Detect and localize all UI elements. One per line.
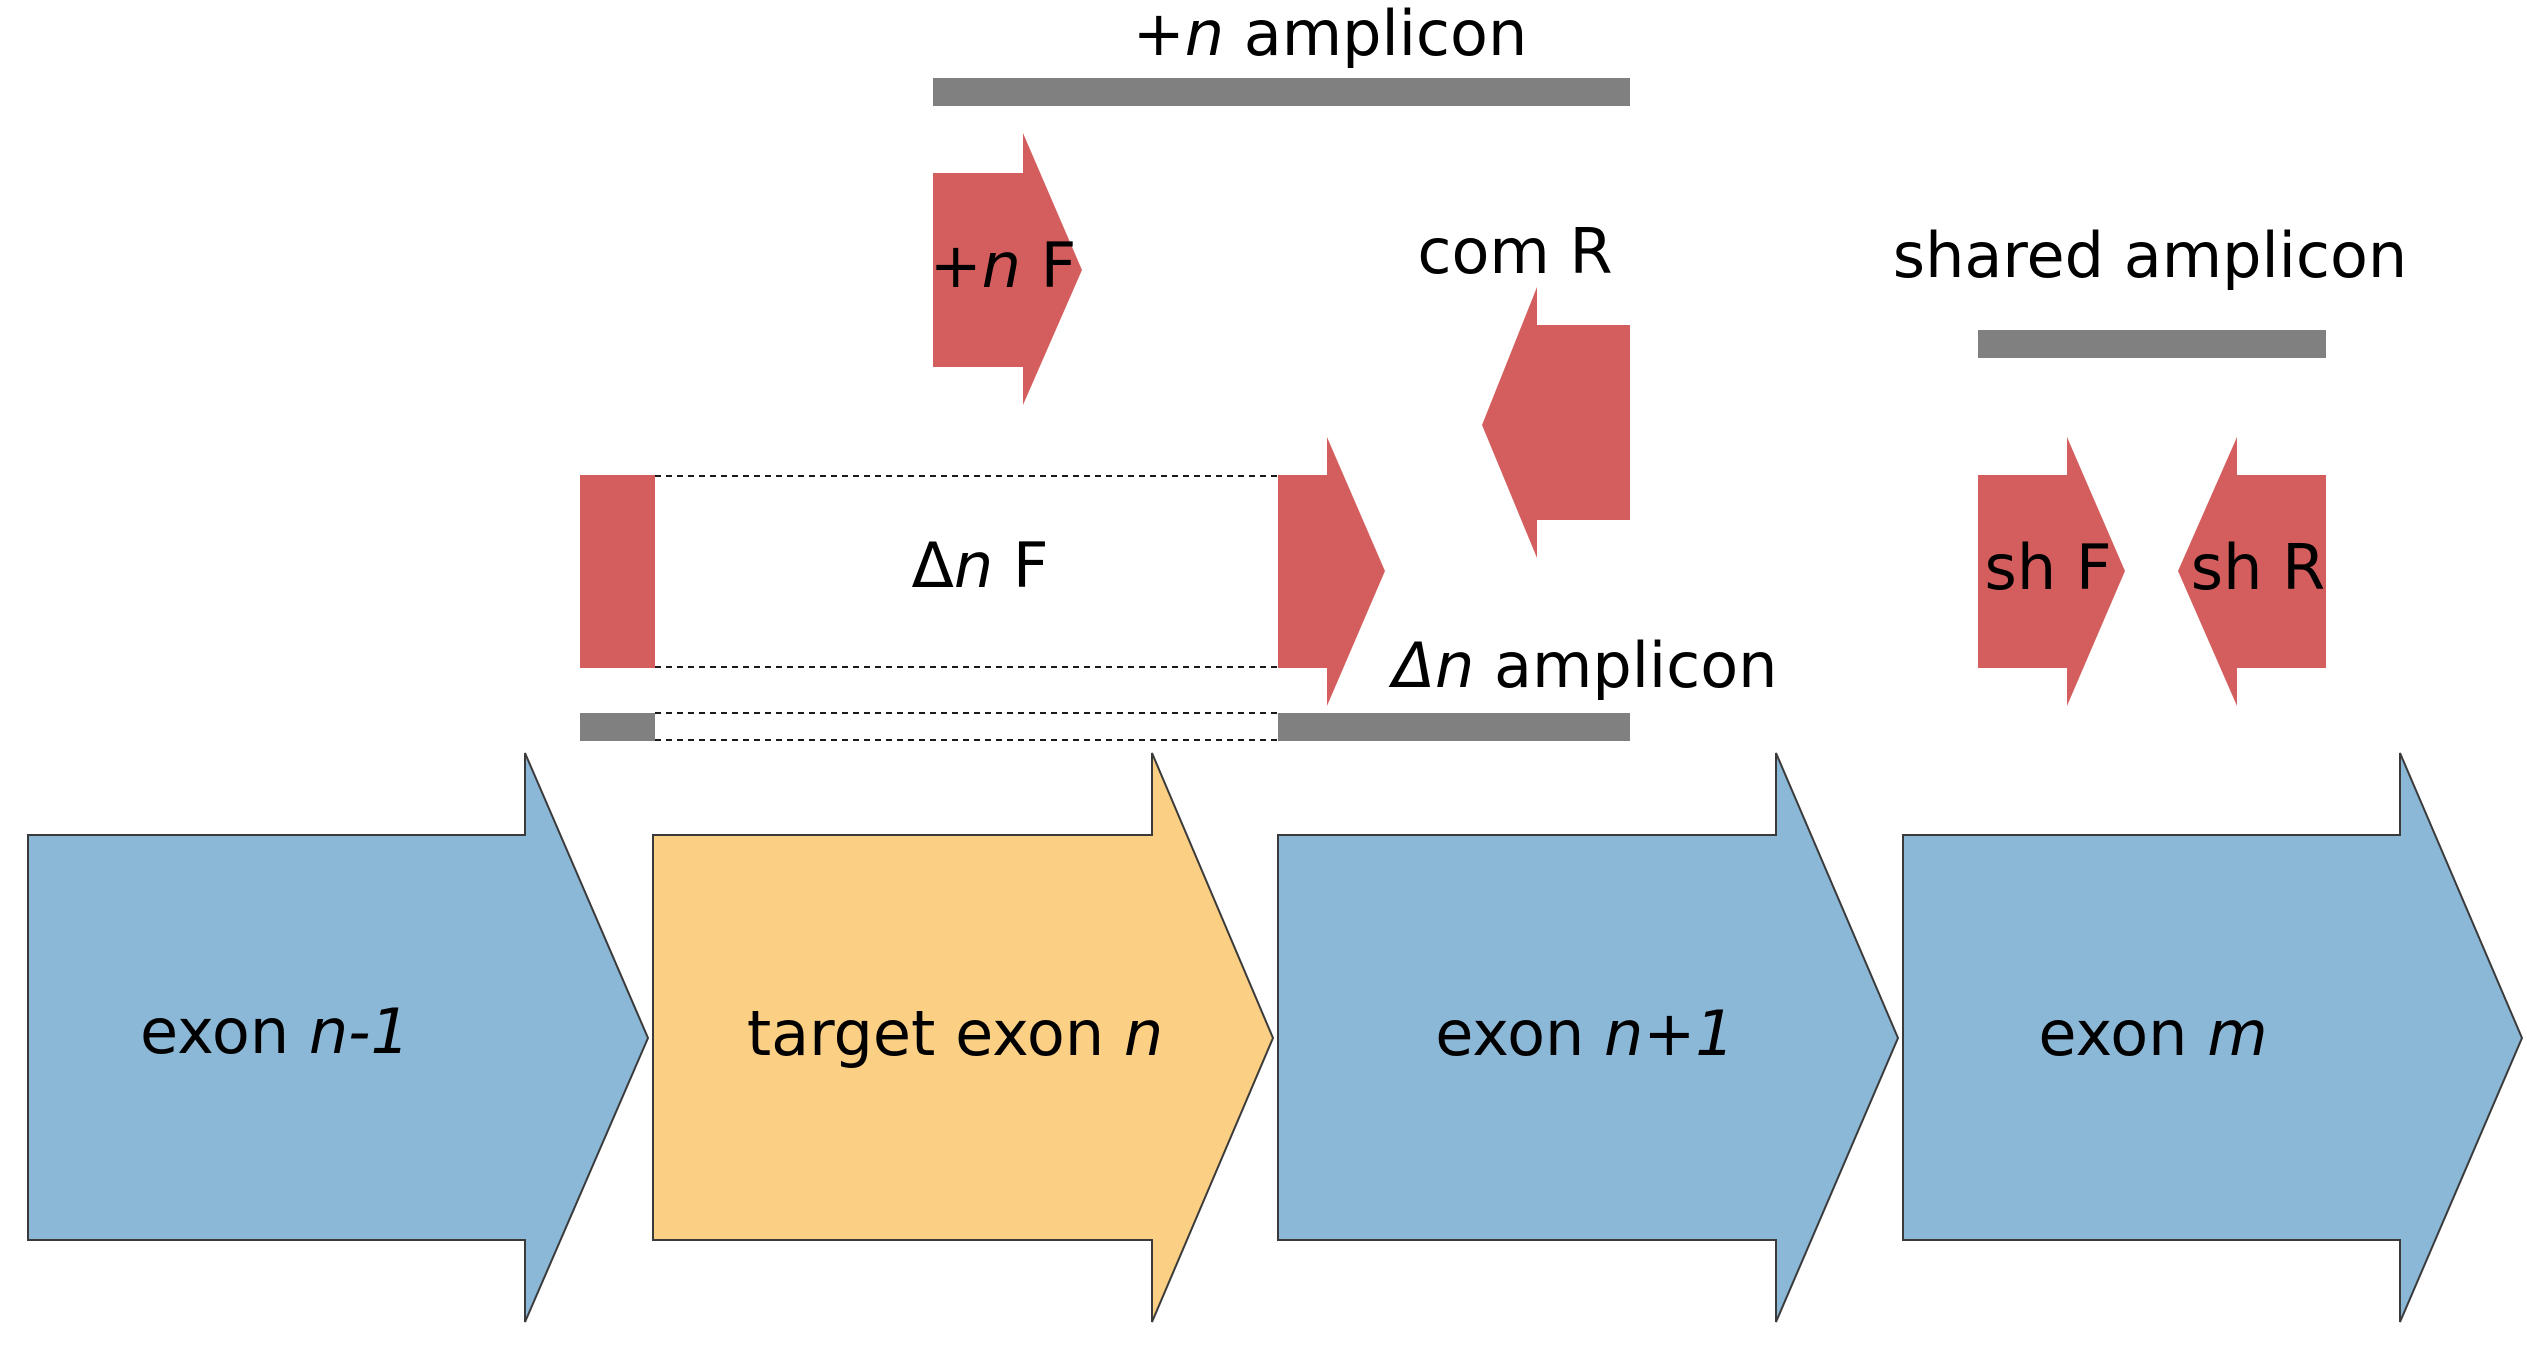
delta-n-amplicon-bar-right [1278,713,1630,741]
sh-r-label: sh R [2191,531,2325,604]
exon-arrow-n-minus-1 [27,752,650,1323]
exon-arrow-m [1902,752,2524,1323]
plus-n-amplicon-label: +n amplicon [1133,0,1527,70]
shared-amplicon-bar [1978,330,2326,358]
delta-n-amplicon-bar-left [580,713,655,741]
delta-n-f-label: Δn F [911,529,1048,602]
shared-amplicon-label: shared amplicon [1893,219,2407,292]
com-r-label: com R [1417,215,1612,288]
exon-arrow-target [652,752,1275,1323]
exon-label-m: exon m [2038,997,2267,1070]
exon-label-n-plus-1: exon n+1 [1435,997,1734,1070]
sh-f-primer-arrow [1978,437,2125,706]
plus-n-f-primer-arrow [933,133,1082,405]
plus-n-amplicon-bar [933,78,1630,106]
sh-f-label: sh F [1985,531,2112,604]
delta-n-f-primer-left [580,475,655,668]
sh-r-primer-arrow [2178,437,2326,706]
exon-label-n-minus-1: exon n-1 [140,995,410,1068]
delta-n-amplicon-label: Δn amplicon [1389,629,1778,702]
exon-arrow-n-plus-1 [1277,752,1900,1323]
plus-n-f-label: +n F [930,229,1077,302]
delta-n-f-primer-arrow [1278,437,1385,706]
com-r-primer-arrow [1482,287,1630,558]
exon-label-target: target exon n [747,997,1163,1070]
